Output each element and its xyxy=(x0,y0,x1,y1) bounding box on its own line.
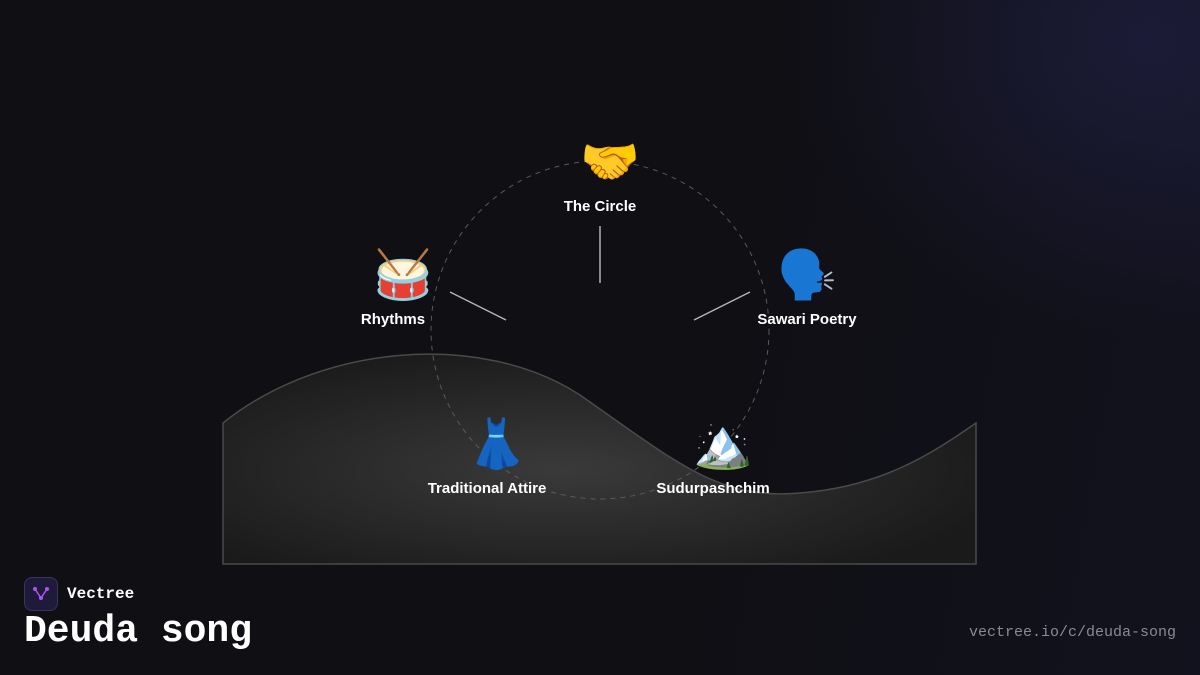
connector-sawari-poetry xyxy=(693,291,751,321)
dress-icon: 👗 xyxy=(467,416,527,472)
vectree-logo-icon xyxy=(24,577,58,611)
node-label: Sawari Poetry xyxy=(757,311,857,328)
handshake-icon: 🤝 xyxy=(580,134,640,190)
node-sawari-poetry: 🗣️ Sawari Poetry xyxy=(757,247,856,328)
source-url[interactable]: vectree.io/c/deuda-song xyxy=(968,624,1176,641)
dashed-circle xyxy=(430,160,770,500)
speaking-head-icon: 🗣️ xyxy=(777,247,837,303)
node-sudurpashchim: 🏔️ Sudurpashchim xyxy=(656,416,769,497)
brand: Vectree xyxy=(24,577,134,611)
node-rhythms: 🥁 Rhythms xyxy=(353,247,433,328)
node-label: Sudurpashchim xyxy=(656,480,770,497)
node-the-circle: 🤝 The Circle xyxy=(564,134,640,215)
snow-mountain-icon: 🏔️ xyxy=(693,416,753,472)
brand-name: Vectree xyxy=(67,585,135,603)
node-traditional-attire: 👗 Traditional Attire xyxy=(428,416,547,497)
drum-icon: 🥁 xyxy=(373,247,433,303)
hill-shape xyxy=(222,353,977,565)
connector-rhythms xyxy=(449,291,507,321)
node-label: The Circle xyxy=(563,198,637,215)
page-title: Deuda song xyxy=(24,610,253,653)
node-label: Rhythms xyxy=(360,311,426,328)
node-label: Traditional Attire xyxy=(427,480,547,497)
